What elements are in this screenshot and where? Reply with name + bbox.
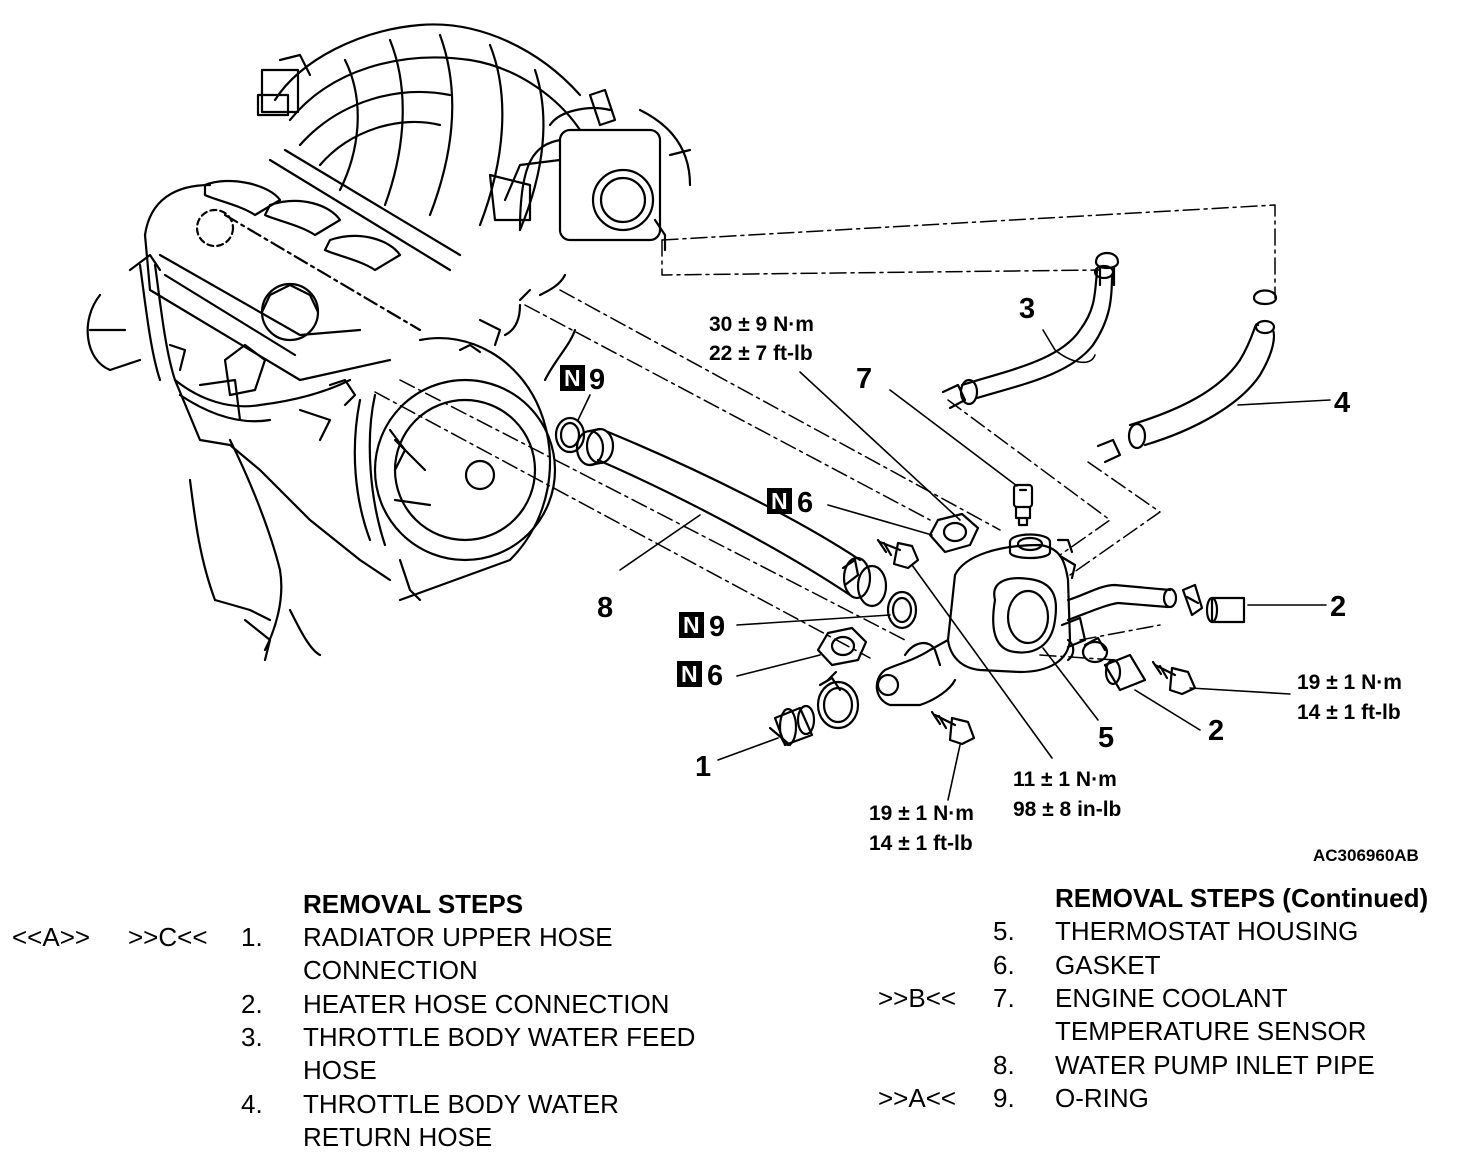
step-7-num: 7. <box>993 983 1015 1013</box>
torque-housing-lower-nm: 19 ± 1 N·m <box>869 802 974 825</box>
heater-hose-lower <box>1081 636 1147 692</box>
step-3-line-2: HOSE <box>303 1055 377 1085</box>
svg-text:9: 9 <box>709 611 725 643</box>
thermostat-housing <box>875 533 1178 707</box>
callout-2-lower: 2 <box>1208 715 1224 747</box>
o-ring-lower <box>886 590 918 630</box>
step-6-line-1: GASKET <box>1055 950 1161 980</box>
step-9-line-1: O-RING <box>1055 1083 1149 1113</box>
throttle-body-water-return-hose <box>1096 289 1278 464</box>
step-7-line-1: ENGINE COOLANT <box>1055 983 1288 1013</box>
step-9-num: 9. <box>993 1083 1015 1113</box>
removal-steps-header: REMOVAL STEPS <box>303 889 524 919</box>
torque-housing-upper-nm: 11 ± 1 N·m <box>1013 768 1117 791</box>
step-1-mark-b: >>C<< <box>128 922 208 952</box>
step-1-num: 1. <box>241 922 263 952</box>
torque-specs: 30 ± 9 N·m 22 ± 7 ft-lb 11 ± 1 N·m 98 ± … <box>709 313 1402 855</box>
removal-steps-continued-header: REMOVAL STEPS (Continued) <box>1055 883 1429 913</box>
step-6-num: 6. <box>993 950 1015 980</box>
step-1-mark-a: <<A>> <box>12 922 91 952</box>
step-9-mark: >>A<< <box>878 1083 957 1113</box>
svg-text:N: N <box>681 661 698 687</box>
heater-hose-upper <box>1181 583 1246 624</box>
step-3-line-1: THROTTLE BODY WATER FEED <box>303 1022 696 1052</box>
o-ring-upper-inner <box>559 421 581 449</box>
step-3-num: 3. <box>241 1022 263 1052</box>
o-ring-upper <box>554 416 586 454</box>
svg-text:N: N <box>683 612 700 638</box>
svg-text:N: N <box>771 488 788 514</box>
bolt-lower <box>930 710 976 746</box>
step-5-num: 5. <box>993 916 1015 946</box>
torque-inlet-imp: 22 ± 7 ft-lb <box>709 342 813 365</box>
hose-clip-3a <box>941 251 1120 410</box>
engine-assembly <box>86 23 692 662</box>
callout-4: 4 <box>1334 387 1350 419</box>
gasket-upper <box>928 512 980 554</box>
step-4-line-1: THROTTLE BODY WATER <box>303 1089 619 1119</box>
callout-n9-upper: N 9 <box>560 364 605 396</box>
callout-7: 7 <box>856 363 872 395</box>
figure-id: AC306960AB <box>1313 846 1419 865</box>
callout-n6-upper: N 6 <box>767 487 813 519</box>
exploded-view-diagram: 3 4 7 8 1 2 2 5 N 9 N 6 N 9 N 6 30 ± <box>86 23 1419 865</box>
gasket-lower <box>816 626 868 667</box>
step-2-line-1: HEATER HOSE CONNECTION <box>303 989 670 1019</box>
radiator-upper-hose <box>768 704 816 747</box>
callout-8: 8 <box>597 592 613 624</box>
callout-2-upper: 2 <box>1330 591 1346 623</box>
callout-labels: 3 4 7 8 1 2 2 5 N 9 N 6 N 9 N 6 <box>560 293 1350 783</box>
callout-1: 1 <box>695 751 711 783</box>
svg-text:N: N <box>564 365 581 391</box>
water-pump-inlet-pipe <box>575 427 888 608</box>
step-1-line-2: CONNECTION <box>303 955 478 985</box>
bolt-right <box>1151 660 1197 696</box>
step-5-line-1: THERMOSTAT HOUSING <box>1055 916 1359 946</box>
step-4-line-2: RETURN HOSE <box>303 1122 493 1152</box>
step-8-line-1: WATER PUMP INLET PIPE <box>1055 1050 1375 1080</box>
torque-inlet-nm: 30 ± 9 N·m <box>709 313 814 336</box>
svg-text:9: 9 <box>589 364 605 396</box>
callout-3: 3 <box>1019 293 1035 325</box>
step-2-num: 2. <box>241 989 263 1019</box>
torque-housing-right-imp: 14 ± 1 ft-lb <box>1297 701 1401 724</box>
leader-lines <box>577 329 1331 801</box>
o-ring-lower-inner <box>891 596 913 624</box>
engine-coolant-temperature-sensor <box>1012 483 1034 527</box>
step-7-mark: >>B<< <box>878 983 957 1013</box>
svg-text:6: 6 <box>707 660 723 692</box>
torque-housing-right-nm: 19 ± 1 N·m <box>1297 671 1402 694</box>
radiator-hose-clamp <box>816 670 860 730</box>
removal-steps-right: REMOVAL STEPS (Continued) 5. THERMOSTAT … <box>760 0 1472 1164</box>
svg-text:6: 6 <box>797 487 813 519</box>
torque-housing-lower-imp: 14 ± 1 ft-lb <box>869 832 973 855</box>
removal-steps-left: REMOVAL STEPS <<A>> >>C<< 1. RADIATOR UP… <box>12 889 696 1152</box>
callout-n9-lower: N 9 <box>679 611 725 643</box>
torque-housing-upper-imp: 98 ± 8 in-lb <box>1013 798 1121 821</box>
step-8-num: 8. <box>993 1050 1015 1080</box>
step-4-num: 4. <box>241 1089 263 1119</box>
callout-5: 5 <box>1098 722 1114 754</box>
callout-n6-lower: N 6 <box>677 660 723 692</box>
step-1-line-1: RADIATOR UPPER HOSE <box>303 922 613 952</box>
step-7-line-2: TEMPERATURE SENSOR <box>1055 1016 1367 1046</box>
bolt-upper <box>876 538 920 570</box>
